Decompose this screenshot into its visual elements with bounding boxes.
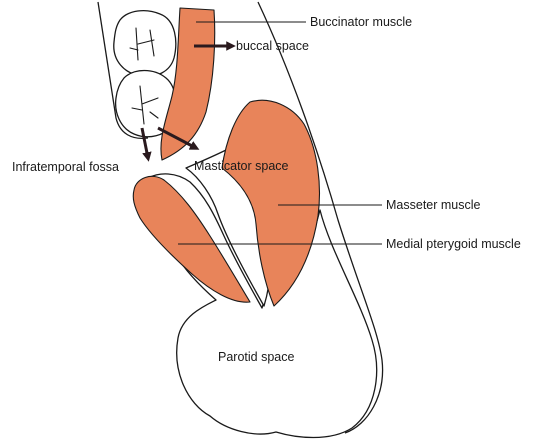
medial-pterygoid-label: Medial pterygoid muscle	[386, 237, 521, 251]
upper-molar-tooth	[114, 11, 176, 77]
masticator-space-label: Masticator space	[194, 159, 289, 173]
parotid-space-label: Parotid space	[218, 350, 294, 364]
infratemporal-fossa-label: Infratemporal fossa	[12, 160, 119, 174]
buccal-space-label: buccal space	[236, 39, 309, 53]
masseter-label: Masseter muscle	[386, 198, 481, 212]
buccinator-label: Buccinator muscle	[310, 15, 412, 29]
